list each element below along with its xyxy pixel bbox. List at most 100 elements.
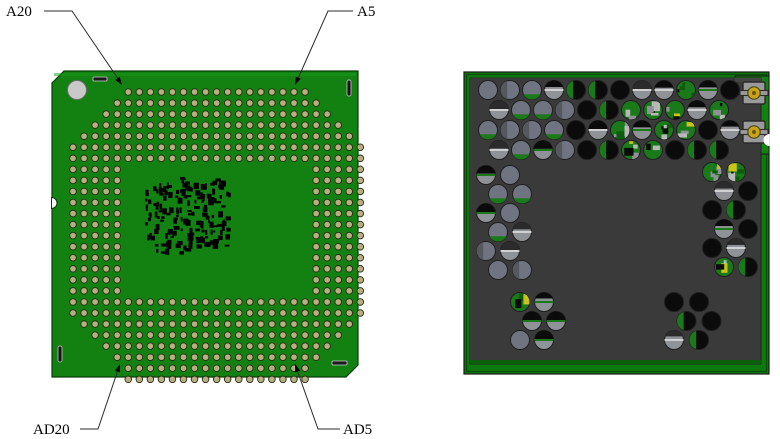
bga-pad (312, 242, 320, 251)
component-cap-top (534, 292, 554, 299)
laser-mark (182, 182, 188, 188)
bga-pad (146, 154, 155, 163)
bga-pad (334, 165, 342, 174)
component-base-green (512, 198, 532, 204)
component-base-green (511, 154, 531, 160)
bga-pad (69, 242, 77, 251)
laser-mark (189, 187, 193, 192)
component-edge-green (689, 330, 697, 350)
laser-mark (163, 186, 168, 189)
component-body (702, 238, 722, 258)
bga-pad (91, 220, 99, 229)
bga-pad (268, 132, 276, 140)
rf-connector-bottom[interactable] (739, 120, 769, 144)
bga-pad (91, 121, 99, 129)
laser-mark (183, 195, 188, 199)
laser-mark (187, 210, 192, 212)
bga-pad (80, 287, 88, 295)
bga-pad (146, 88, 155, 96)
bga-pad (223, 375, 232, 384)
laser-mark (218, 179, 221, 185)
component-stripe (726, 247, 746, 249)
laser-mark (160, 188, 167, 192)
bga-pad (135, 364, 144, 373)
component-edge-green (588, 80, 596, 100)
component-fragment (651, 101, 660, 112)
bga-pad (190, 143, 199, 151)
bga-pad (179, 154, 188, 163)
bga-pad (356, 198, 365, 207)
bga-pad (323, 320, 331, 328)
laser-mark (185, 186, 190, 191)
laser-mark (221, 225, 225, 231)
component-body (702, 200, 722, 220)
component-fragment (728, 163, 737, 172)
component-fragment (652, 111, 655, 115)
bga-pad (113, 265, 121, 273)
bga-pad (323, 209, 331, 218)
component-side-shade (522, 120, 530, 140)
laser-mark (168, 193, 173, 198)
laser-mark (168, 185, 172, 188)
component-circle (621, 140, 641, 160)
bga-pad (356, 165, 365, 174)
bga-pad (345, 143, 354, 151)
bga-pad (69, 309, 77, 317)
component-circle (698, 120, 718, 140)
bga-pad (80, 165, 88, 174)
bga-pad (345, 209, 354, 218)
bga-pad (146, 331, 155, 339)
component-cap-top (714, 219, 734, 227)
bga-pad-array (69, 88, 365, 384)
component-circle (500, 241, 520, 261)
bga-pad (323, 242, 331, 251)
component-detail (624, 141, 639, 160)
component-circle (489, 140, 509, 160)
component-detail (728, 163, 745, 182)
laser-mark (177, 197, 183, 204)
bga-pad (179, 353, 188, 361)
bga-pad (69, 287, 77, 295)
component-detail (512, 198, 532, 204)
laser-mark (225, 216, 231, 221)
component-fragment (713, 175, 719, 182)
laser-mark (175, 243, 181, 248)
component-body (738, 181, 758, 201)
laser-mark (204, 229, 208, 235)
bga-pad (157, 309, 166, 317)
laser-mark (211, 225, 218, 228)
bga-pad (135, 132, 144, 140)
bga-pad (279, 132, 287, 140)
bga-pad (179, 88, 188, 96)
component-detail (566, 80, 574, 100)
component-circle (476, 241, 496, 261)
bga-pad (246, 342, 254, 350)
component-stripe (687, 109, 707, 111)
bga-pad (268, 320, 276, 328)
component-circle (510, 330, 530, 350)
bga-pad (279, 298, 287, 306)
component-circle (599, 100, 619, 120)
bga-pad (135, 99, 144, 107)
rf-connector-top[interactable] (739, 81, 769, 105)
bga-pad (279, 375, 287, 384)
bga-pad (190, 154, 199, 163)
component-detail (522, 120, 530, 140)
bga-pad (345, 165, 354, 174)
laser-mark (188, 242, 193, 249)
bga-pad (290, 110, 298, 118)
component-circle (726, 162, 746, 182)
component-stripe (500, 250, 520, 252)
bga-pad (190, 132, 199, 140)
bga-pad (102, 242, 110, 251)
bga-pad (345, 265, 354, 273)
component-cap-top (533, 140, 553, 149)
bga-bottom-view (51, 70, 365, 384)
bga-pad (257, 110, 265, 118)
bga-pad (212, 132, 221, 140)
laser-mark (154, 211, 158, 218)
bga-pad (102, 342, 110, 350)
component-circle (588, 80, 608, 100)
component-detail (533, 140, 553, 151)
bga-pad (124, 309, 132, 317)
